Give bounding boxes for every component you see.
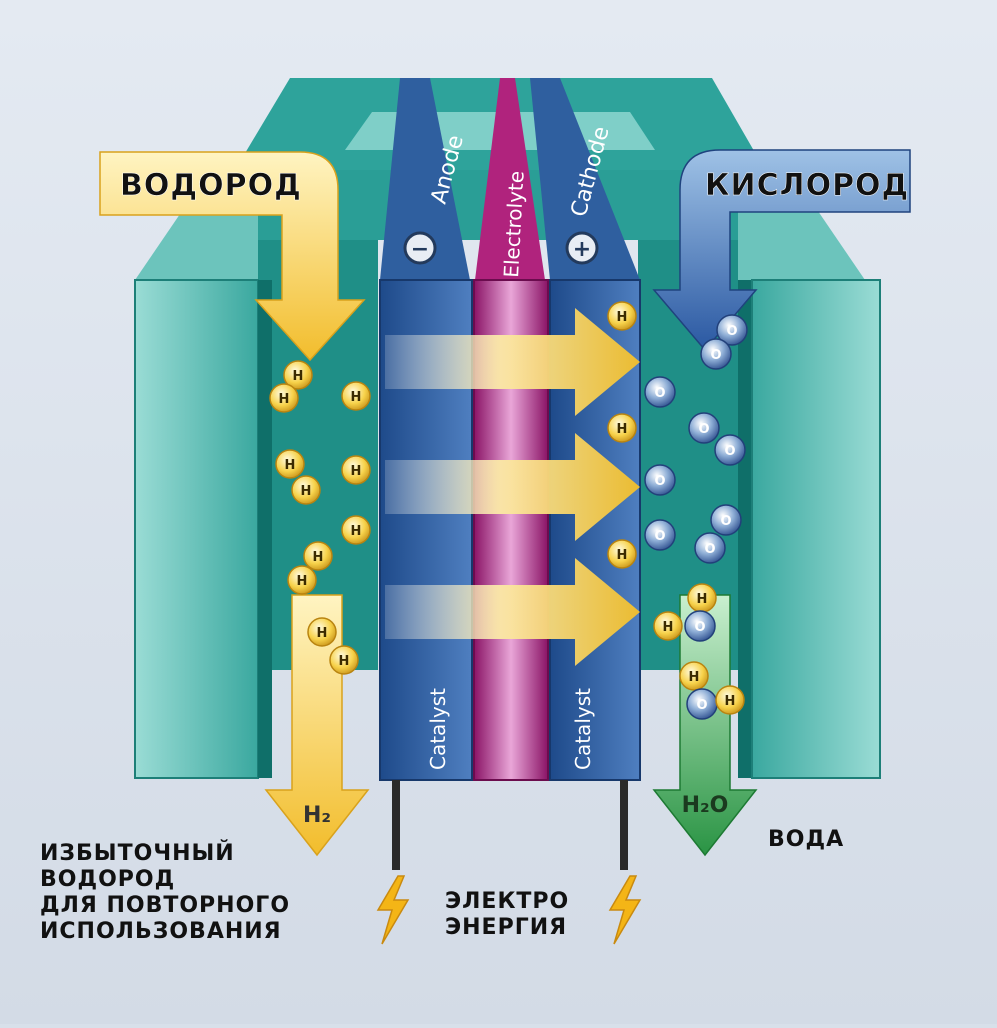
hydrogen-symbol: H (317, 626, 328, 641)
proton-arrow-2 (385, 433, 640, 541)
hydrogen-atom: H (607, 413, 637, 443)
hydrogen-atom: H (283, 360, 313, 390)
oxygen-atom: O (716, 314, 748, 346)
hydrogen-symbol: H (689, 670, 700, 685)
h2o-output-label: H₂O (682, 793, 729, 818)
hydrogen-symbol: H (351, 524, 362, 539)
lightning-icon-right (608, 875, 642, 945)
hydrogen-symbol: H (663, 620, 674, 635)
hydrogen-symbol: H (297, 574, 308, 589)
hydrogen-atom: H (307, 617, 337, 647)
hydrogen-symbol: H (279, 392, 290, 407)
hydrogen-symbol: H (293, 369, 304, 384)
oxygen-symbol: O (654, 474, 665, 489)
hydrogen-atom: H (303, 541, 333, 571)
hydrogen-atom: H (715, 685, 745, 715)
right-end-plate (738, 170, 881, 779)
oxygen-atom: O (686, 688, 718, 720)
oxygen-in-label: КИСЛОРОД (705, 168, 909, 203)
oxygen-symbol: O (710, 348, 721, 363)
hydrogen-symbol: H (617, 310, 628, 325)
catalyst-right-label: Catalyst (571, 688, 595, 770)
oxygen-symbol: O (726, 324, 737, 339)
electric-label-line1: ЭЛЕКТРО (445, 889, 569, 914)
oxygen-atom: O (644, 519, 676, 551)
hydrogen-symbol: H (617, 548, 628, 563)
hydrogen-atom: H (275, 449, 305, 479)
hydrogen-atom: H (269, 383, 299, 413)
oxygen-atom: O (714, 434, 746, 466)
hydrogen-symbol: H (725, 694, 736, 709)
oxygen-inflow-arrow (652, 149, 911, 352)
excess-label-line1: ИЗБЫТОЧНЫЙ (40, 840, 235, 866)
hydrogen-symbol: H (313, 550, 324, 565)
electric-label-line2: ЭНЕРГИЯ (445, 915, 567, 940)
hydrogen-symbol: H (351, 390, 362, 405)
oxygen-symbol: O (694, 620, 705, 635)
hydrogen-atom: H (341, 455, 371, 485)
electrolyte-label: Electrolyte (499, 170, 529, 278)
hydrogen-in-label: ВОДОРОД (120, 168, 302, 203)
oxygen-symbol: O (654, 529, 665, 544)
negative-terminal-sign: − (411, 237, 429, 262)
oxygen-symbol: O (654, 386, 665, 401)
hydrogen-atom: H (653, 611, 683, 641)
hydrogen-symbol: H (301, 484, 312, 499)
lightning-icon-left (376, 875, 410, 945)
hydrogen-symbol: H (285, 458, 296, 473)
catalyst-left-label: Catalyst (426, 688, 450, 770)
hydrogen-inflow-arrow (99, 151, 366, 362)
oxygen-atom: O (644, 464, 676, 496)
water-outflow-arrow (652, 594, 758, 857)
oxygen-symbol: O (704, 542, 715, 557)
hydrogen-atom: H (291, 475, 321, 505)
positive-terminal-sign: + (573, 237, 591, 262)
hydrogen-atom: H (679, 661, 709, 691)
proton-flow-arrows (385, 308, 640, 666)
hydrogen-atom: H (607, 301, 637, 331)
proton-arrow-1 (385, 308, 640, 416)
hydrogen-atom: H (687, 583, 717, 613)
oxygen-symbol: O (724, 444, 735, 459)
oxygen-symbol: O (720, 514, 731, 529)
hydrogen-atom: H (341, 515, 371, 545)
proton-arrow-3 (385, 558, 640, 666)
hydrogen-symbol: H (697, 592, 708, 607)
oxygen-atom: O (684, 610, 716, 642)
oxygen-atom: O (644, 376, 676, 408)
left-end-plate (134, 170, 272, 779)
oxygen-symbol: O (696, 698, 707, 713)
excess-label-line4: ИСПОЛЬЗОВАНИЯ (40, 919, 282, 944)
cathode-wire (620, 780, 628, 870)
oxygen-symbol: O (698, 422, 709, 437)
hydrogen-atom: H (329, 645, 359, 675)
hydrogen-symbol: H (351, 464, 362, 479)
anode-wire (392, 780, 400, 870)
excess-label-line2: ВОДОРОД (40, 867, 175, 892)
hydrogen-atom: H (341, 381, 371, 411)
hydrogen-atom: H (607, 539, 637, 569)
oxygen-atom: O (710, 504, 742, 536)
hydrogen-symbol: H (617, 422, 628, 437)
h2-output-label: H₂ (303, 803, 331, 828)
hydrogen-atom: H (287, 565, 317, 595)
oxygen-atom: O (688, 412, 720, 444)
water-label: ВОДА (768, 827, 844, 852)
negative-terminal: − (403, 231, 437, 265)
oxygen-atom: O (700, 338, 732, 370)
excess-label-line3: ДЛЯ ПОВТОРНОГО (40, 893, 290, 918)
excess-hydrogen-arrow (264, 594, 370, 857)
hydrogen-symbol: H (339, 654, 350, 669)
oxygen-atom: O (694, 532, 726, 564)
positive-terminal: + (565, 231, 599, 265)
